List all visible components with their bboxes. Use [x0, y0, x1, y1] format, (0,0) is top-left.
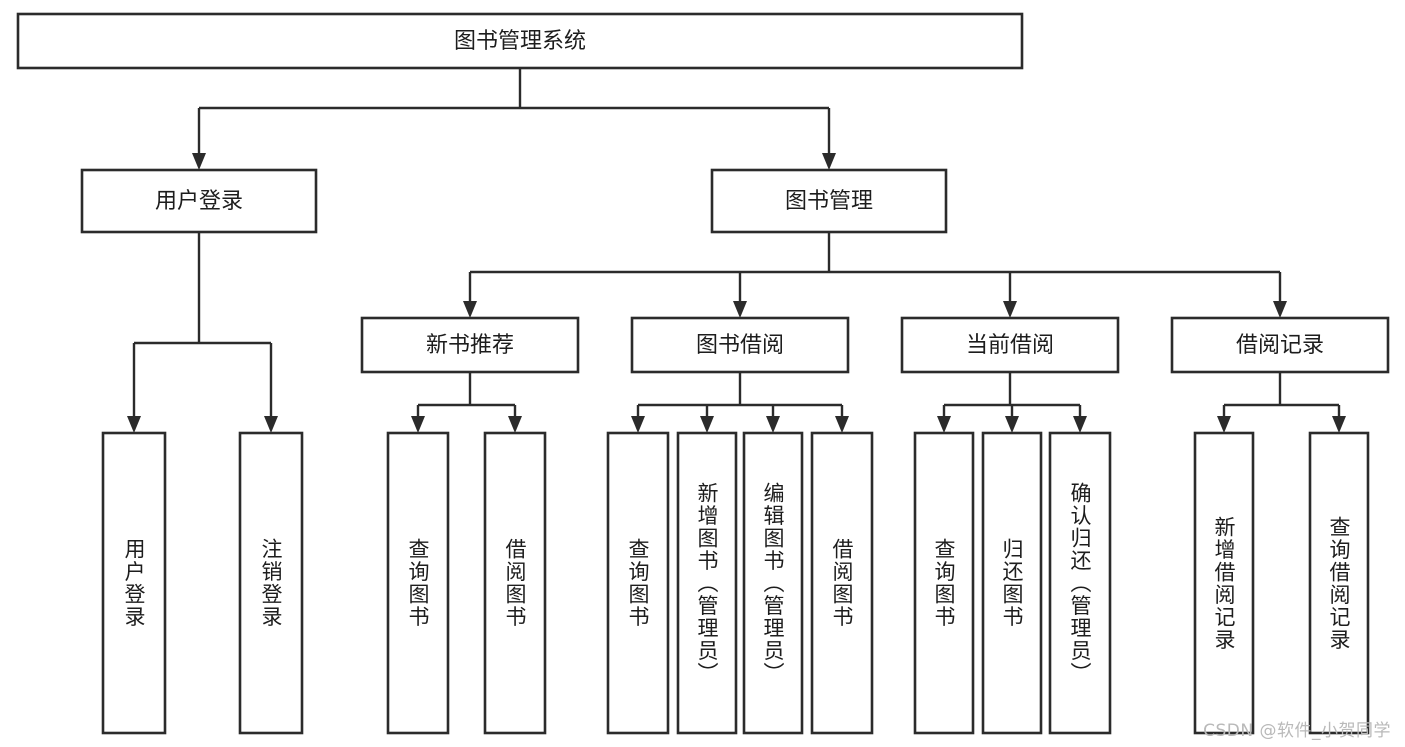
node-box-record-query[interactable] [1308, 431, 1370, 735]
connector-arrow-icon [1003, 301, 1017, 318]
node-box-record-add[interactable] [1193, 431, 1255, 735]
node-box-recommend-query-book[interactable] [386, 431, 450, 735]
node-box-current-query-book[interactable] [913, 431, 975, 735]
connector-arrow-icon [700, 416, 714, 433]
node-label-new-book-recommend: 新书推荐 [426, 333, 514, 358]
node-box-user-login-do[interactable] [101, 431, 167, 735]
node-label-book-borrow: 图书借阅 [696, 333, 784, 358]
connector-arrow-icon [192, 153, 206, 170]
node-box-borrow-add-book[interactable] [676, 431, 738, 735]
node-box-book-borrow[interactable] [630, 316, 850, 374]
node-box-borrow-edit-book[interactable] [742, 431, 804, 735]
connector-arrow-icon [508, 416, 522, 433]
connector-arrow-icon [1073, 416, 1087, 433]
connector-arrow-icon [1273, 301, 1287, 318]
csdn-watermark: CSDN @软件_小贺同学 [1203, 721, 1391, 741]
connector-arrow-icon [822, 153, 836, 170]
connector-arrow-icon [264, 416, 278, 433]
node-label-borrow-record: 借阅记录 [1236, 333, 1324, 358]
node-box-recommend-borrow-book[interactable] [483, 431, 547, 735]
node-box-borrow-borrow-book[interactable] [810, 431, 874, 735]
node-box-current-confirm-return[interactable] [1048, 431, 1112, 735]
node-box-user-logout[interactable] [238, 431, 304, 735]
connector-arrow-icon [463, 301, 477, 318]
node-box-new-book-recommend[interactable] [360, 316, 580, 374]
node-label-book-management: 图书管理 [785, 189, 873, 214]
node-box-book-management[interactable] [710, 168, 948, 234]
node-box-current-borrow[interactable] [900, 316, 1120, 374]
connector-arrow-icon [1217, 416, 1231, 433]
node-label-current-borrow: 当前借阅 [966, 333, 1054, 358]
connector-arrow-icon [733, 301, 747, 318]
node-label-root: 图书管理系统 [454, 29, 586, 54]
connector-arrow-icon [127, 416, 141, 433]
node-box-current-return-book[interactable] [981, 431, 1043, 735]
node-label-user-login: 用户登录 [155, 189, 243, 214]
connector-arrow-icon [1005, 416, 1019, 433]
connector-arrow-icon [937, 416, 951, 433]
connector-arrow-icon [766, 416, 780, 433]
node-box-borrow-record[interactable] [1170, 316, 1390, 374]
node-box-root[interactable] [16, 12, 1024, 70]
connector-arrow-icon [411, 416, 425, 433]
node-box-borrow-query-book[interactable] [606, 431, 670, 735]
connector-arrow-icon [1332, 416, 1346, 433]
connector-arrow-icon [835, 416, 849, 433]
connector-arrow-icon [631, 416, 645, 433]
